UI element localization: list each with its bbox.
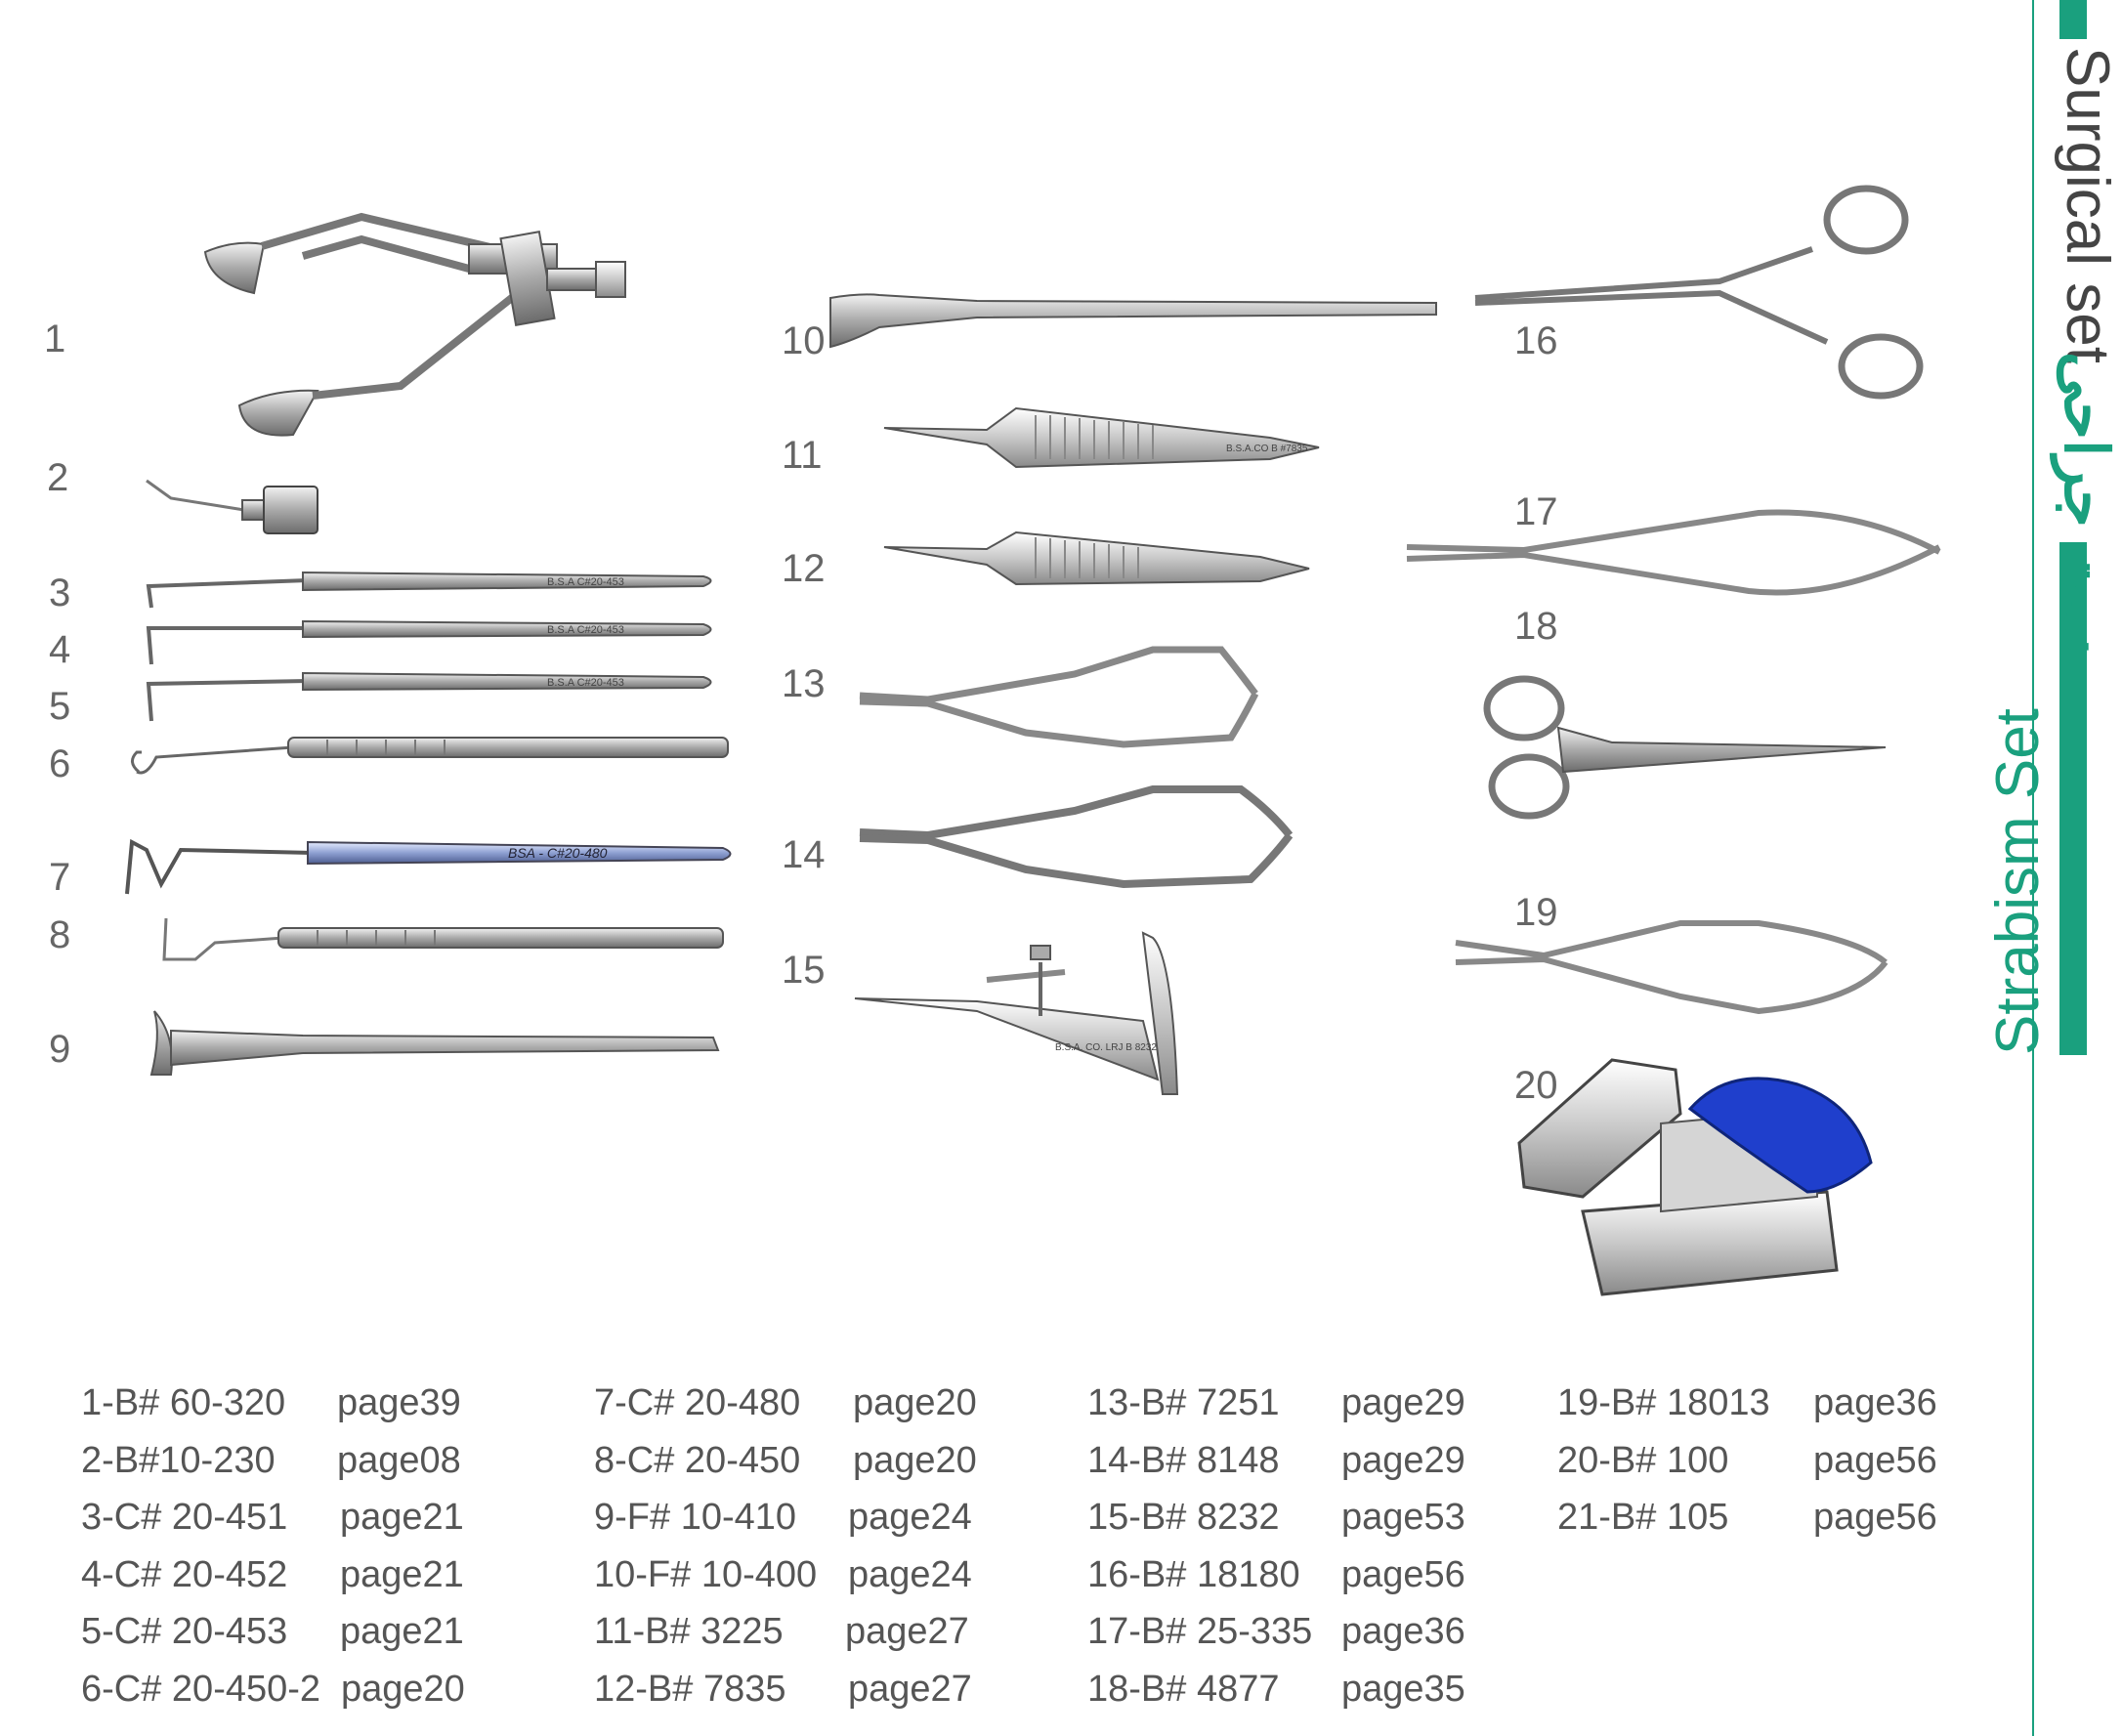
hook-7-icon: BSA - C#20-480 [125, 838, 732, 895]
legend-code: 18-B# 4877 [1087, 1668, 1280, 1710]
item-number-1: 1 [44, 318, 66, 360]
needle-holder-13-icon [859, 646, 1259, 748]
legend-code: 5-C# 20-453 [81, 1611, 288, 1652]
item-number-8: 8 [49, 913, 71, 956]
item-number-6: 6 [49, 742, 71, 785]
svg-text:B.S.A. CO. LRJ B 8232: B.S.A. CO. LRJ B 8232 [1055, 1042, 1157, 1053]
legend-page: page27 [848, 1668, 972, 1710]
item-number-14: 14 [782, 833, 826, 876]
side-divider-line [2032, 0, 2034, 1736]
scissors-19-icon [1455, 920, 1889, 1015]
cannula-icon [146, 479, 318, 534]
tenotomy-hook-6-icon [131, 737, 729, 775]
legend-code: 2-B#10-230 [81, 1439, 276, 1481]
lid-speculum-icon [203, 212, 626, 437]
green-band-top [2059, 0, 2087, 39]
legend-page: page36 [1813, 1382, 1937, 1423]
legend-code: 6-C# 20-450-2 [81, 1668, 321, 1710]
legend-code: 13-B# 7251 [1087, 1382, 1280, 1423]
item-number-15: 15 [782, 949, 826, 992]
item-number-18: 18 [1514, 605, 1558, 648]
spatula-10-icon [829, 293, 1437, 349]
legend-code: 14-B# 8148 [1087, 1439, 1280, 1481]
item-number-5: 5 [49, 685, 71, 728]
legend-page: page56 [1341, 1553, 1465, 1595]
legend-page: page20 [341, 1668, 465, 1710]
legend-code: 7-C# 20-480 [594, 1382, 801, 1423]
surgical-set-label: Surgical set [2054, 47, 2121, 363]
legend-code: 12-B# 7835 [594, 1668, 786, 1710]
legend-code: 3-C# 20-451 [81, 1497, 288, 1538]
calipers-15-icon: B.S.A. CO. LRJ B 8232 [854, 931, 1179, 1095]
legend-page: page56 [1813, 1439, 1937, 1481]
legend-code: 8-C# 20-450 [594, 1439, 801, 1481]
forceps-11-icon: B.S.A.CO B #7835 [883, 406, 1320, 469]
item-number-2: 2 [47, 456, 69, 499]
legend-page: page21 [340, 1553, 464, 1595]
legend-code: 10-F# 10-400 [594, 1553, 818, 1595]
item-number-9: 9 [49, 1028, 71, 1071]
legend-page: page08 [337, 1439, 461, 1481]
legend-page: page53 [1341, 1497, 1465, 1538]
needle-holder-14-icon [859, 785, 1294, 889]
svg-text:B.S.A C#20-453: B.S.A C#20-453 [547, 624, 624, 636]
item-number-3: 3 [49, 572, 71, 614]
legend-page: page21 [340, 1611, 464, 1652]
legend-page: page20 [853, 1382, 977, 1423]
svg-text:B.S.A C#20-453: B.S.A C#20-453 [547, 576, 624, 588]
legend-page: page29 [1341, 1439, 1465, 1481]
item-number-11: 11 [782, 434, 823, 477]
scissors-18-icon [1483, 675, 1887, 820]
item-number-7: 7 [49, 856, 71, 899]
item-number-13: 13 [782, 662, 826, 705]
item-number-12: 12 [782, 547, 826, 590]
legend-page: page21 [340, 1497, 464, 1538]
legend-page: page24 [848, 1553, 972, 1595]
legend-code: 11-B# 3225 [594, 1611, 784, 1652]
item-number-10: 10 [782, 319, 826, 362]
hemostat-16-icon [1474, 185, 1924, 400]
item-number-16: 16 [1514, 319, 1558, 362]
muscle-hook-4-icon: B.S.A C#20-453 [146, 619, 712, 665]
item-number-20: 20 [1514, 1064, 1558, 1107]
hook-8-icon [162, 917, 724, 961]
item-number-17: 17 [1514, 490, 1558, 533]
legend-page: page39 [337, 1382, 461, 1423]
legend-page: page36 [1341, 1611, 1465, 1652]
legend-code: 20-B# 100 [1557, 1439, 1729, 1481]
legend-page: page56 [1813, 1497, 1937, 1538]
legend-code: 15-B# 8232 [1087, 1497, 1280, 1538]
legend-code: 21-B# 105 [1557, 1497, 1729, 1538]
legend-code: 9-F# 10-410 [594, 1497, 797, 1538]
svg-text:B.S.A.CO B #7835: B.S.A.CO B #7835 [1226, 444, 1308, 454]
green-band-bottom [2059, 542, 2087, 1055]
item-number-4: 4 [49, 628, 71, 671]
svg-text:B.S.A C#20-453: B.S.A C#20-453 [547, 677, 624, 689]
legend-code: 19-B# 18013 [1557, 1382, 1770, 1423]
legend-code: 1-B# 60-320 [81, 1382, 286, 1423]
legend-page: page24 [848, 1497, 972, 1538]
muscle-hook-5-icon: B.S.A C#20-453 [146, 671, 712, 722]
svg-text:BSA - C#20-480: BSA - C#20-480 [508, 845, 608, 861]
legend-code: 16-B# 18180 [1087, 1553, 1300, 1595]
legend-code: 4-C# 20-452 [81, 1553, 288, 1595]
item-number-19: 19 [1514, 891, 1558, 934]
scissors-17-icon [1406, 509, 1941, 596]
muscle-hook-3-icon: B.S.A C#20-453 [146, 571, 712, 609]
arabic-surgical-set-label: ست جراحی [2052, 352, 2119, 655]
legend-code: 17-B# 25-335 [1087, 1611, 1313, 1652]
forceps-12-icon [883, 530, 1310, 586]
instrument-tray-20-icon [1517, 1058, 1873, 1296]
legend-page: page35 [1341, 1668, 1465, 1710]
legend-page: page20 [853, 1439, 977, 1481]
instruments-illustration: B.S.A C#20-453 B.S.A C#20-453 B.S.A C#20… [125, 185, 1941, 1296]
legend-page: page27 [845, 1611, 969, 1652]
legend-page: page29 [1341, 1382, 1465, 1423]
retractor-9-icon [149, 1010, 720, 1076]
